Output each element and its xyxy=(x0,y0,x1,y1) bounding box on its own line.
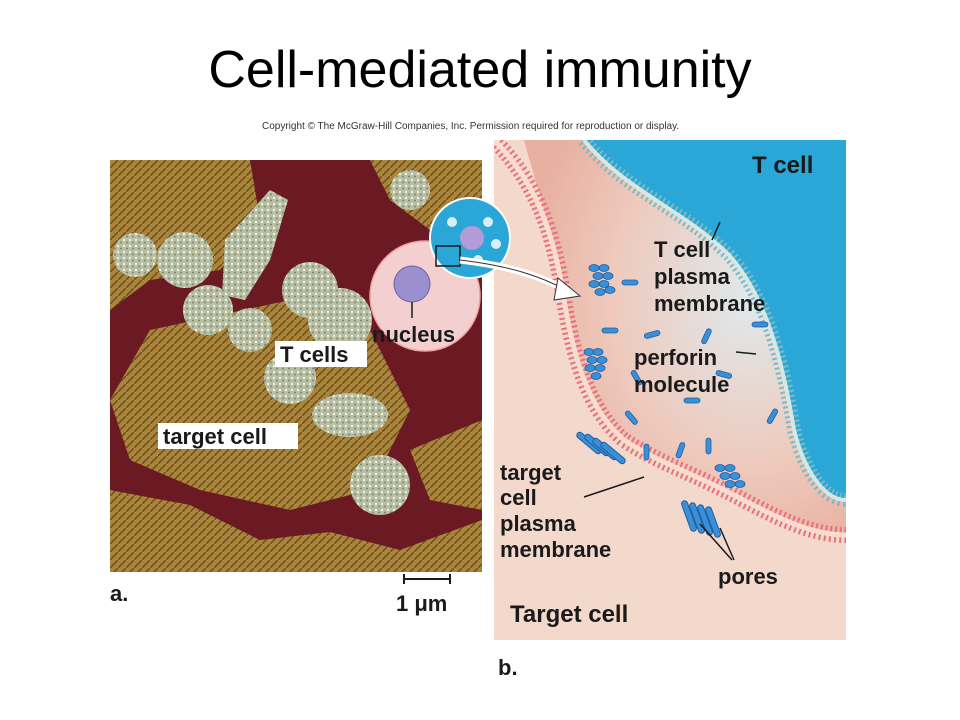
target-cell-tissue xyxy=(110,490,482,572)
panel-a-letter: a. xyxy=(110,581,129,606)
label-target-cell-b: Target cell xyxy=(510,601,628,628)
nucleus xyxy=(393,265,431,303)
t-cell-region xyxy=(584,140,846,500)
leader-line xyxy=(719,527,735,561)
panel-b-diagram: T cell T cell plasma membrane perforin m… xyxy=(494,140,846,640)
t-cell xyxy=(308,288,372,352)
panel-a-micrograph: T cells target cell xyxy=(110,160,482,572)
t-cell xyxy=(312,393,388,437)
t-cell xyxy=(222,190,288,300)
leader-line xyxy=(583,476,645,498)
zoom-box xyxy=(435,245,461,267)
scale-bar xyxy=(403,574,451,584)
perforin-cluster xyxy=(714,464,746,488)
perforin-cluster xyxy=(583,348,608,380)
t-cell xyxy=(350,455,410,515)
label-box-target-cell xyxy=(158,423,298,449)
perforin-cluster xyxy=(588,264,616,296)
nucleus-small xyxy=(460,226,484,250)
label-nucleus: nucleus xyxy=(372,322,455,347)
label-target-membrane-3: plasma xyxy=(500,511,577,536)
label-box-t-cells xyxy=(275,341,367,367)
zoom-inset: nucleus xyxy=(369,197,582,352)
label-t-cell: T cell xyxy=(752,152,813,179)
t-cell xyxy=(157,232,213,288)
label-perforin-2: molecule xyxy=(634,372,729,397)
target-cell-tissue xyxy=(410,420,482,510)
pore xyxy=(576,431,626,465)
synaptic-cleft xyxy=(524,140,846,535)
label-t-cell-membrane-3: membrane xyxy=(654,291,765,316)
t-cell xyxy=(113,233,157,277)
label-target-membrane-4: membrane xyxy=(500,537,611,562)
label-t-cell-membrane-2: plasma xyxy=(654,264,731,289)
copyright-notice: Copyright © The McGraw-Hill Companies, I… xyxy=(262,121,680,132)
scale-bar-label: 1 μm xyxy=(396,591,448,616)
leader-line xyxy=(711,221,721,241)
label-target-membrane-1: target xyxy=(500,460,562,485)
panel-b-letter: b. xyxy=(498,655,518,680)
t-cell xyxy=(228,308,272,352)
leader-line xyxy=(699,523,733,561)
leader-line xyxy=(735,351,757,355)
label-pores: pores xyxy=(718,564,778,589)
t-cell xyxy=(183,285,233,335)
t-cell xyxy=(390,170,430,210)
label-target-cell: target cell xyxy=(163,424,267,449)
slide-title: Cell-mediated immunity xyxy=(208,41,752,99)
label-t-cell-membrane-1: T cell xyxy=(654,237,710,262)
label-t-cells: T cells xyxy=(280,342,348,367)
label-perforin-1: perforin xyxy=(634,345,717,370)
perforin-molecule xyxy=(601,279,779,461)
label-target-membrane-2: cell xyxy=(500,485,537,510)
